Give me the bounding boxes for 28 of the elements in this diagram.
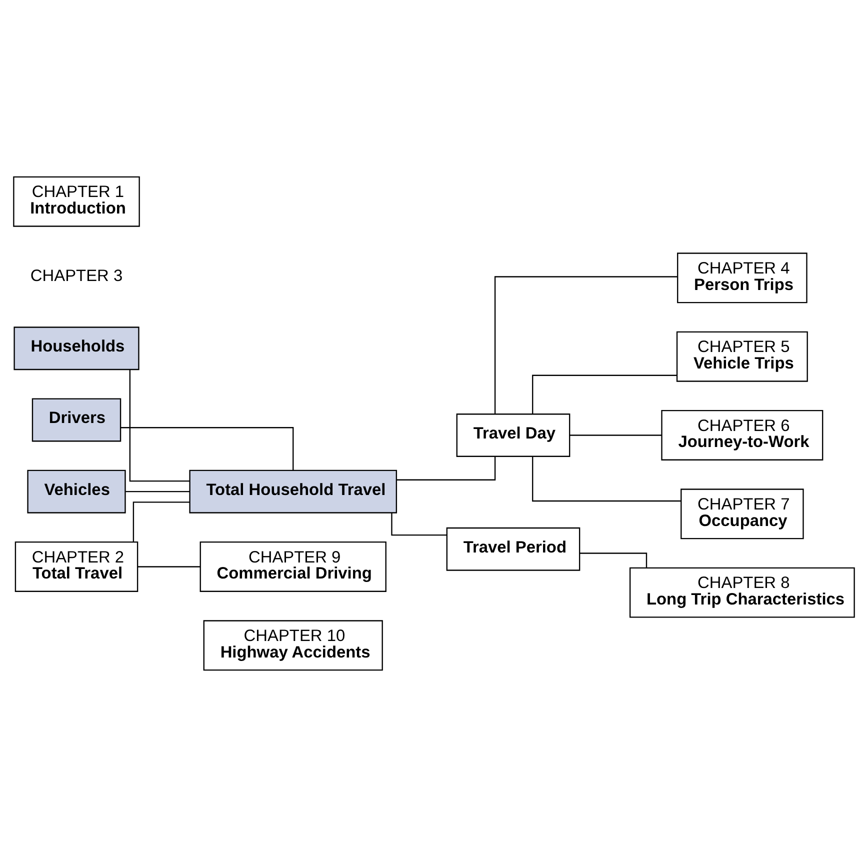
node-box: CHAPTER 9 Commercial Driving [199,540,386,592]
node-box: Travel Day [456,413,570,456]
connector [138,566,200,567]
node-box: Drivers [31,398,121,442]
connector [390,512,446,536]
label: CHAPTER 3 [30,266,122,285]
node-box: CHAPTER 2 Total Travel [14,540,138,592]
connector [532,456,680,502]
connector [125,490,190,492]
node-box: CHAPTER 4 Person Trips [676,252,807,303]
connector [120,426,294,470]
node-box: CHAPTER 8 Long Trip Characteristics [628,566,854,618]
node-box: Households [13,326,139,370]
node-box: CHAPTER 10 Highway Accidents [202,620,382,670]
connector [128,369,190,482]
connector [132,501,190,542]
connector [396,456,496,480]
node-box: CHAPTER 5 Vehicle Trips [676,330,808,382]
node-box: Travel Period [446,526,580,570]
node-box: Total Household Travel [188,469,397,513]
connector [532,374,677,414]
node-box: CHAPTER 1 Introduction [12,176,140,226]
connector [569,434,662,436]
connector [494,276,678,414]
connector [579,552,647,568]
node-box: CHAPTER 6 Journey-to-Work [660,410,823,460]
node-box: CHAPTER 7 Occupancy [680,488,804,539]
node-box: Vehicles [26,469,126,513]
